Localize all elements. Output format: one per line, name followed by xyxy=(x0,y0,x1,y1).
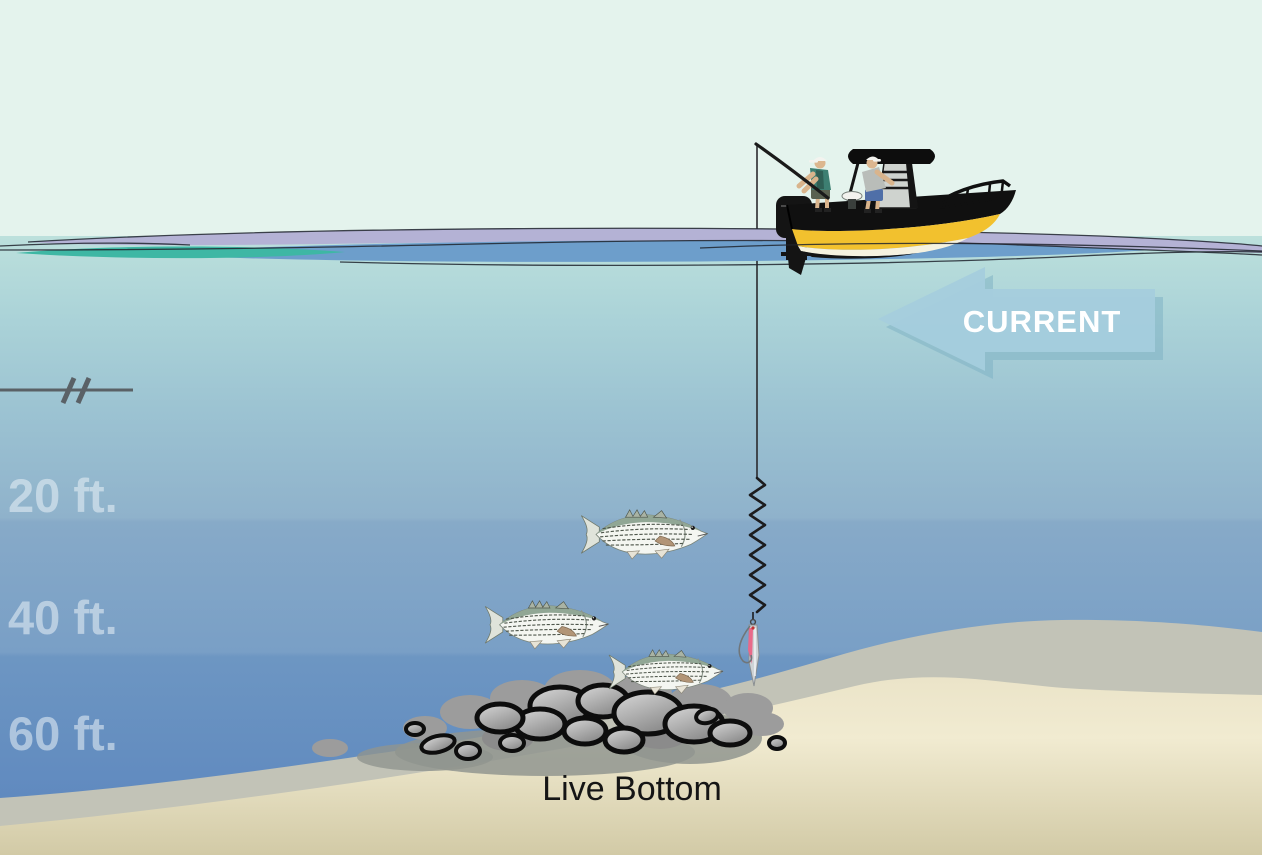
boat-hull xyxy=(786,190,1016,259)
current-arrow: CURRENT xyxy=(878,267,1163,379)
sky xyxy=(0,0,1262,246)
leaning-post-seat xyxy=(841,191,863,209)
fishing-boat xyxy=(754,142,1016,275)
fishing-rod xyxy=(754,142,830,200)
live-bottom-label: Live Bottom xyxy=(542,770,722,808)
fishing-line xyxy=(748,145,767,620)
current-label: CURRENT xyxy=(963,304,1122,339)
depth-marker-60ft: 60 ft. xyxy=(8,707,118,760)
t-top xyxy=(848,149,935,164)
angler-helm xyxy=(862,156,895,213)
rock-pile xyxy=(312,670,787,776)
depth-marker-20ft: 20 ft. xyxy=(8,469,118,522)
scale-break-icon xyxy=(0,376,133,405)
left-arrow-icon xyxy=(878,267,1155,371)
depth-marker-40ft: 40 ft. xyxy=(8,591,118,644)
jig-lure xyxy=(738,618,760,687)
bow-rail xyxy=(931,179,1012,210)
